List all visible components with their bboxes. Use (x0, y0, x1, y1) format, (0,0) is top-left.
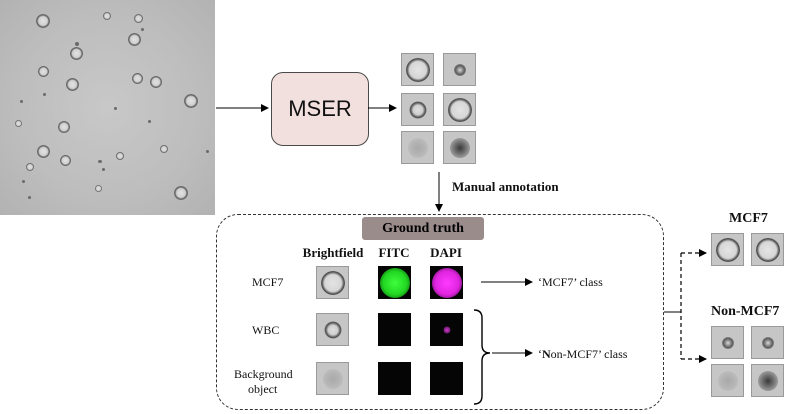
patch-tile (443, 93, 476, 126)
background-dapi-tile (430, 362, 463, 395)
wbc-fitc-tile (378, 313, 411, 346)
row-label-background-line2: object (248, 382, 278, 396)
output-non-mcf7-tile (751, 364, 784, 397)
row-label-background-line1: Background (234, 367, 293, 381)
ground-truth-title: Ground truth (362, 217, 484, 240)
output-mcf7-title: MCF7 (729, 211, 768, 226)
manual-annotation-label: Manual annotation (452, 179, 559, 194)
mcf7-brightfield-tile (316, 266, 349, 299)
brace (473, 309, 491, 405)
patch-tile (443, 53, 476, 86)
mcf7-dapi-tile (430, 266, 463, 299)
mser-label: MSER (288, 96, 352, 121)
column-header-brightfield: Brightfield (302, 245, 364, 260)
wbc-brightfield-tile (316, 313, 349, 346)
patch-tile (401, 93, 434, 126)
non-mcf7-class-label: ‘Non-MCF7’ class (538, 347, 628, 361)
background-brightfield-tile (316, 362, 349, 395)
patch-tile (443, 131, 476, 164)
output-non-mcf7-tile (711, 326, 744, 359)
output-non-mcf7-tile (751, 326, 784, 359)
background-fitc-tile (378, 362, 411, 395)
row-label-mcf7: MCF7 (252, 275, 284, 289)
row-label-wbc: WBC (252, 323, 280, 337)
ground-truth-panel (216, 214, 664, 410)
mser-box: MSER (271, 72, 369, 146)
mcf7-fitc-tile (378, 266, 411, 299)
patch-tile (401, 53, 434, 86)
output-non-mcf7-tile (711, 364, 744, 397)
column-header-fitc: FITC (378, 245, 410, 260)
mcf7-class-label: ‘MCF7’ class (538, 275, 603, 289)
column-header-dapi: DAPI (430, 245, 462, 260)
brightfield-microscopy-image (0, 0, 215, 215)
output-mcf7-tile (751, 233, 784, 266)
output-mcf7-tile (711, 233, 744, 266)
patch-tile (401, 131, 434, 164)
wbc-dapi-tile (430, 313, 463, 346)
output-non-mcf7-title: Non-MCF7 (711, 304, 780, 319)
